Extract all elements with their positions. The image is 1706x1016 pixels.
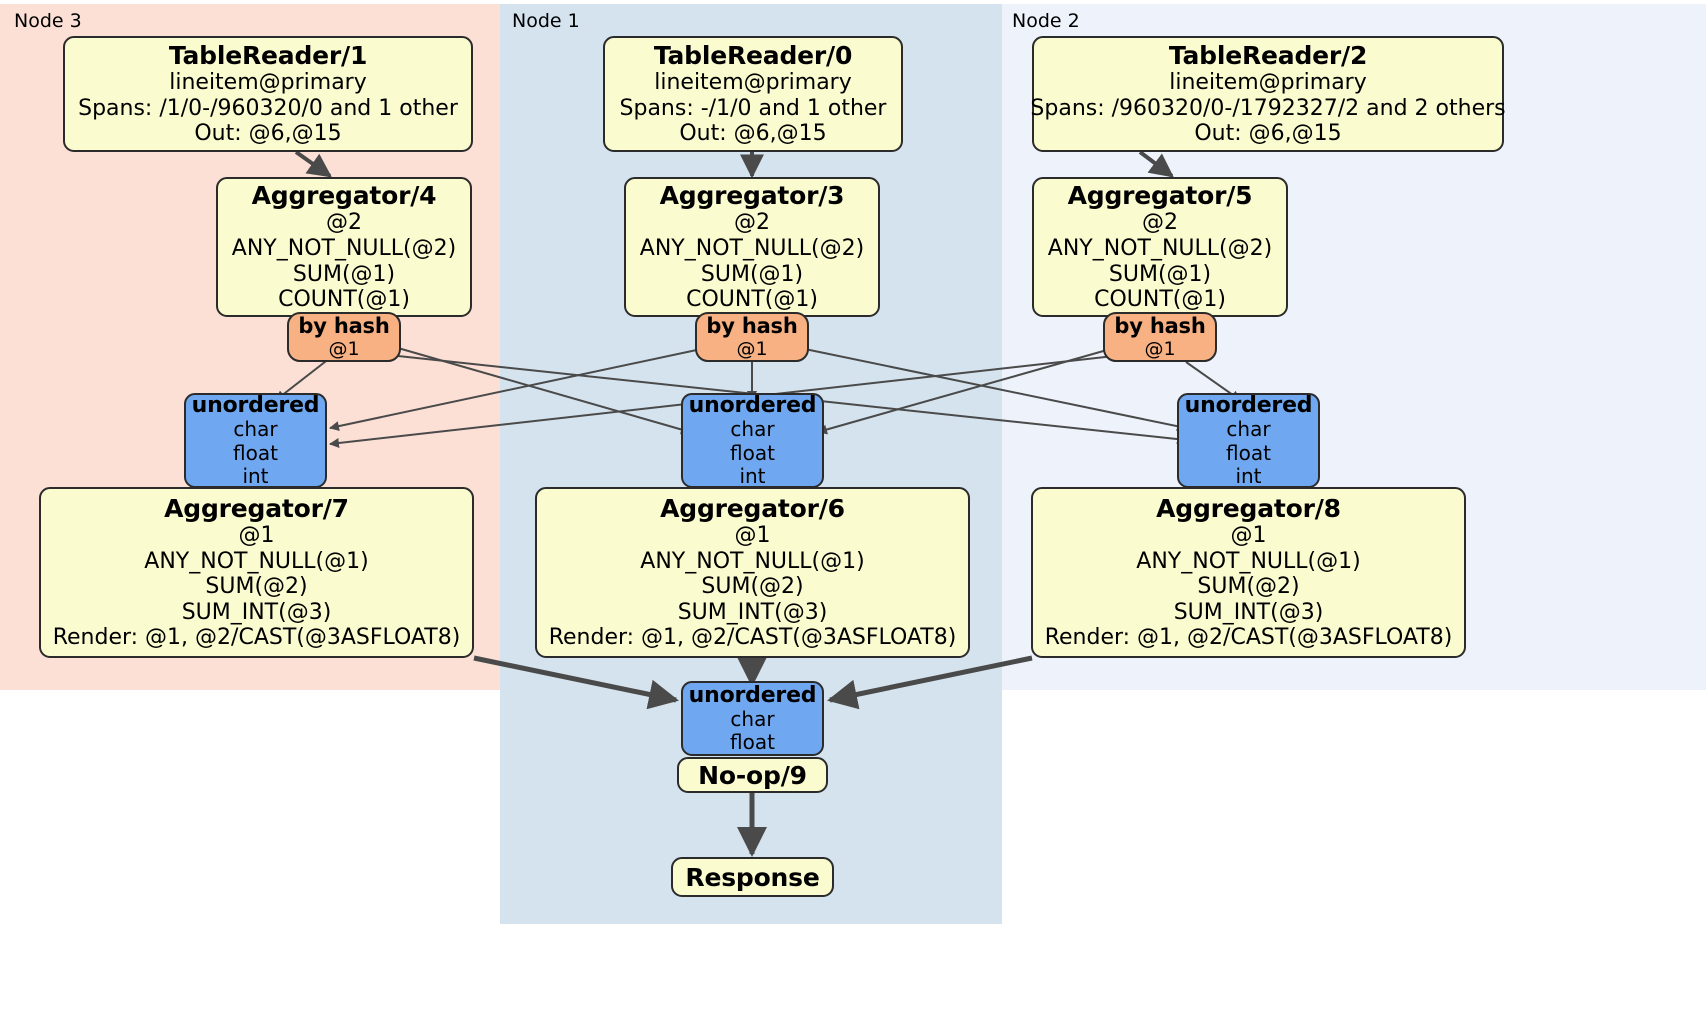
router-by-hash-center[interactable]: by hash @1 [695,312,809,362]
processor-line: SUM(@2) [701,574,804,600]
processor-line: SUM(@2) [205,574,308,600]
synchronizer-line: char [1226,417,1271,442]
processor-line: COUNT(@1) [686,287,818,313]
router-title: by hash [298,313,390,338]
processor-line: Out: @6,@15 [194,121,342,147]
processor-aggregator-4[interactable]: Aggregator/4 @2 ANY_NOT_NULL(@2) SUM(@1)… [216,177,472,317]
processor-title: TableReader/2 [1168,41,1368,71]
synchronizer-line: char [730,707,775,732]
processor-table-reader-0[interactable]: TableReader/0 lineitem@primary Spans: -/… [603,36,903,152]
processor-line: Render: @1, @2/CAST(@3ASFLOAT8) [1044,625,1453,651]
processor-line: lineitem@primary [169,70,367,96]
processor-line: SUM_INT(@3) [1173,599,1324,625]
synchronizer-line: float [730,440,775,465]
synchronizer-line: int [1235,463,1262,488]
processor-line: ANY_NOT_NULL(@1) [640,548,865,574]
processor-line: ANY_NOT_NULL(@2) [639,235,865,261]
synchronizer-line: float [730,730,775,755]
processor-title: Aggregator/6 [660,494,845,524]
processor-aggregator-5[interactable]: Aggregator/5 @2 ANY_NOT_NULL(@2) SUM(@1)… [1032,177,1288,317]
processor-line: SUM_INT(@3) [677,599,828,625]
synchronizer-line: char [730,417,775,442]
processor-response[interactable]: Response [671,857,834,897]
processor-title: TableReader/1 [168,41,368,71]
synchronizer-unordered-final[interactable]: unordered char float [681,681,824,756]
processor-line: COUNT(@1) [1094,287,1226,313]
synchronizer-title: unordered [688,392,817,418]
processor-line: Out: @6,@15 [679,121,827,147]
synchronizer-title: unordered [191,392,320,418]
synchronizer-unordered-left[interactable]: unordered char float int [184,393,327,488]
processor-line: COUNT(@1) [278,287,410,313]
processor-line: SUM(@1) [700,261,804,287]
router-title: by hash [1114,313,1206,338]
router-line: @1 [736,338,768,361]
synchronizer-unordered-center[interactable]: unordered char float int [681,393,824,488]
processor-line: Out: @6,@15 [1194,121,1342,147]
processor-line: SUM(@2) [1197,574,1300,600]
processor-title: Aggregator/8 [1156,494,1341,524]
processor-line: @1 [734,523,771,549]
processor-title: Aggregator/7 [164,494,349,524]
processor-line: SUM(@1) [292,261,396,287]
processor-title: Aggregator/4 [251,181,437,211]
node-panel-label-node2: Node 2 [1012,10,1080,32]
processor-line: @2 [734,210,770,236]
synchronizer-title: unordered [688,682,817,708]
router-by-hash-right[interactable]: by hash @1 [1103,312,1217,362]
processor-line: Spans: /1/0-/960320/0 and 1 other [78,95,458,121]
processor-line: Spans: -/1/0 and 1 other [619,95,887,121]
processor-line: SUM_INT(@3) [181,599,332,625]
synchronizer-title: unordered [1184,392,1313,418]
processor-table-reader-1[interactable]: TableReader/1 lineitem@primary Spans: /1… [63,36,473,152]
processor-title: No-op/9 [698,760,807,790]
router-line: @1 [1144,338,1176,361]
node-panel-label-node3: Node 3 [14,10,82,32]
processor-aggregator-7[interactable]: Aggregator/7 @1 ANY_NOT_NULL(@1) SUM(@2)… [39,487,474,658]
processor-line: @2 [326,210,362,236]
processor-aggregator-8[interactable]: Aggregator/8 @1 ANY_NOT_NULL(@1) SUM(@2)… [1031,487,1466,658]
processor-title: Aggregator/5 [1067,181,1253,211]
processor-title: Response [685,862,820,892]
synchronizer-line: float [1226,440,1271,465]
synchronizer-line: int [242,463,269,488]
synchronizer-unordered-right[interactable]: unordered char float int [1177,393,1320,488]
processor-line: @2 [1142,210,1178,236]
synchronizer-line: char [233,417,278,442]
synchronizer-line: float [233,440,278,465]
processor-line: ANY_NOT_NULL(@2) [231,235,457,261]
processor-line: ANY_NOT_NULL(@1) [1136,548,1361,574]
processor-line: Render: @1, @2/CAST(@3ASFLOAT8) [548,625,957,651]
processor-line: @1 [1230,523,1267,549]
processor-line: lineitem@primary [1169,70,1367,96]
processor-line: @1 [238,523,275,549]
processor-table-reader-2[interactable]: TableReader/2 lineitem@primary Spans: /9… [1030,36,1506,152]
processor-line: ANY_NOT_NULL(@2) [1047,235,1273,261]
node-panel-label-node1: Node 1 [512,10,580,32]
synchronizer-line: int [739,463,766,488]
processor-title: TableReader/0 [653,41,853,71]
processor-line: SUM(@1) [1108,261,1212,287]
processor-aggregator-3[interactable]: Aggregator/3 @2 ANY_NOT_NULL(@2) SUM(@1)… [624,177,880,317]
processor-aggregator-6[interactable]: Aggregator/6 @1 ANY_NOT_NULL(@1) SUM(@2)… [535,487,970,658]
processor-noop-9[interactable]: No-op/9 [677,757,828,793]
processor-line: Spans: /960320/0-/1792327/2 and 2 others [1030,95,1506,121]
processor-line: Render: @1, @2/CAST(@3ASFLOAT8) [52,625,461,651]
router-title: by hash [706,313,798,338]
router-by-hash-left[interactable]: by hash @1 [287,312,401,362]
router-line: @1 [328,338,360,361]
processor-line: ANY_NOT_NULL(@1) [144,548,369,574]
processor-line: lineitem@primary [654,70,852,96]
processor-title: Aggregator/3 [659,181,845,211]
